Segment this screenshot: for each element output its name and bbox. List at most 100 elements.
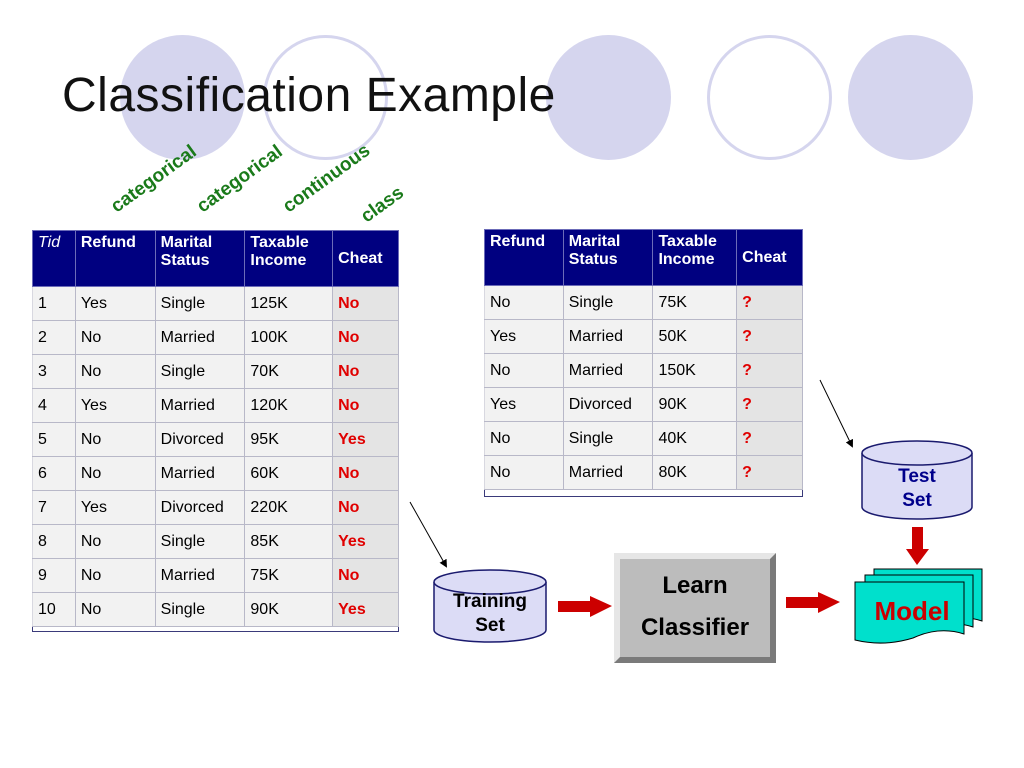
test-table: Refund Marital Status Taxable Income Che… <box>484 229 803 490</box>
table-cell: 2 <box>32 320 76 355</box>
pointer-arrow-training <box>409 501 447 568</box>
table-cell: Married <box>562 455 654 490</box>
table-cell: 6 <box>32 456 76 491</box>
table-cell: Married <box>154 456 246 491</box>
learn-classifier-box: Learn Classifier <box>614 553 776 663</box>
table-cell: No <box>332 490 399 525</box>
test-header-marital-status: Marital Status <box>562 229 654 286</box>
table-cell: 50K <box>652 319 738 354</box>
table-cell: Yes <box>332 592 399 627</box>
model-documents <box>854 568 983 644</box>
table-cell: Yes <box>74 388 156 423</box>
table-cell: Yes <box>484 319 564 354</box>
decor-circle <box>546 35 671 160</box>
table-cell: 220K <box>244 490 334 525</box>
test-set-label: Test Set <box>898 466 936 511</box>
table-cell: ? <box>736 285 803 320</box>
training-table: Tid Refund Marital Status Taxable Income… <box>32 230 399 627</box>
decor-ring <box>707 35 832 160</box>
slide-title: Classification Example <box>62 69 556 122</box>
table-cell: Married <box>154 388 246 423</box>
table-cell: No <box>74 592 156 627</box>
table-cell: 4 <box>32 388 76 423</box>
test-header-taxable-income: Taxable Income <box>652 229 738 286</box>
table-cell: Single <box>562 285 654 320</box>
model-label: Model <box>874 596 950 626</box>
training-set-cylinder <box>433 569 547 643</box>
table-cell: 150K <box>652 353 738 388</box>
table-cell: Single <box>154 524 246 559</box>
table-cell: Single <box>154 354 246 389</box>
arrow-training-to-learn <box>558 596 612 617</box>
table-cell: Yes <box>484 387 564 422</box>
table-cell: No <box>332 320 399 355</box>
table-cell: No <box>332 456 399 491</box>
table-cell: Married <box>562 319 654 354</box>
table-cell: 90K <box>244 592 334 627</box>
table-cell: Married <box>154 320 246 355</box>
table-cell: No <box>74 524 156 559</box>
decor-circle <box>120 35 245 160</box>
table-cell: ? <box>736 387 803 422</box>
header-tid: Tid <box>32 230 76 287</box>
decor-ring <box>263 35 388 160</box>
table-cell: Divorced <box>154 490 246 525</box>
table-cell: Married <box>562 353 654 388</box>
table-cell: ? <box>736 421 803 456</box>
table-cell: No <box>74 456 156 491</box>
table-cell: 5 <box>32 422 76 457</box>
table-cell: 9 <box>32 558 76 593</box>
table-cell: 75K <box>652 285 738 320</box>
table-cell: Married <box>154 558 246 593</box>
table-cell: 90K <box>652 387 738 422</box>
arrow-test-to-model <box>906 527 929 565</box>
table-cell: ? <box>736 319 803 354</box>
learn-label: Learn <box>662 572 728 599</box>
table-cell: Yes <box>74 286 156 321</box>
pointer-arrow-test <box>819 379 853 448</box>
table-cell: No <box>484 421 564 456</box>
table-cell: Single <box>562 421 654 456</box>
table-cell: ? <box>736 455 803 490</box>
table-cell: 85K <box>244 524 334 559</box>
test-header-refund: Refund <box>484 229 564 286</box>
table-cell: Yes <box>332 524 399 559</box>
table-cell: 125K <box>244 286 334 321</box>
classifier-label: Classifier <box>640 614 750 641</box>
test-set-cylinder <box>861 440 973 520</box>
table-cell: Single <box>154 592 246 627</box>
table-cell: No <box>484 285 564 320</box>
table-cell: Yes <box>74 490 156 525</box>
table-cell: 70K <box>244 354 334 389</box>
table-cell: No <box>332 388 399 423</box>
decor-circle <box>848 35 973 160</box>
table-cell: No <box>484 455 564 490</box>
test-header-cheat: Cheat <box>736 229 803 286</box>
table-cell: Single <box>154 286 246 321</box>
header-taxable-income: Taxable Income <box>244 230 334 287</box>
table-cell: ? <box>736 353 803 388</box>
table-cell: 3 <box>32 354 76 389</box>
table-cell: Divorced <box>154 422 246 457</box>
training-set-label: Training Set <box>453 591 527 636</box>
header-cheat: Cheat <box>332 230 399 287</box>
arrow-learn-to-model <box>786 592 840 613</box>
table-cell: 7 <box>32 490 76 525</box>
table-cell: 100K <box>244 320 334 355</box>
